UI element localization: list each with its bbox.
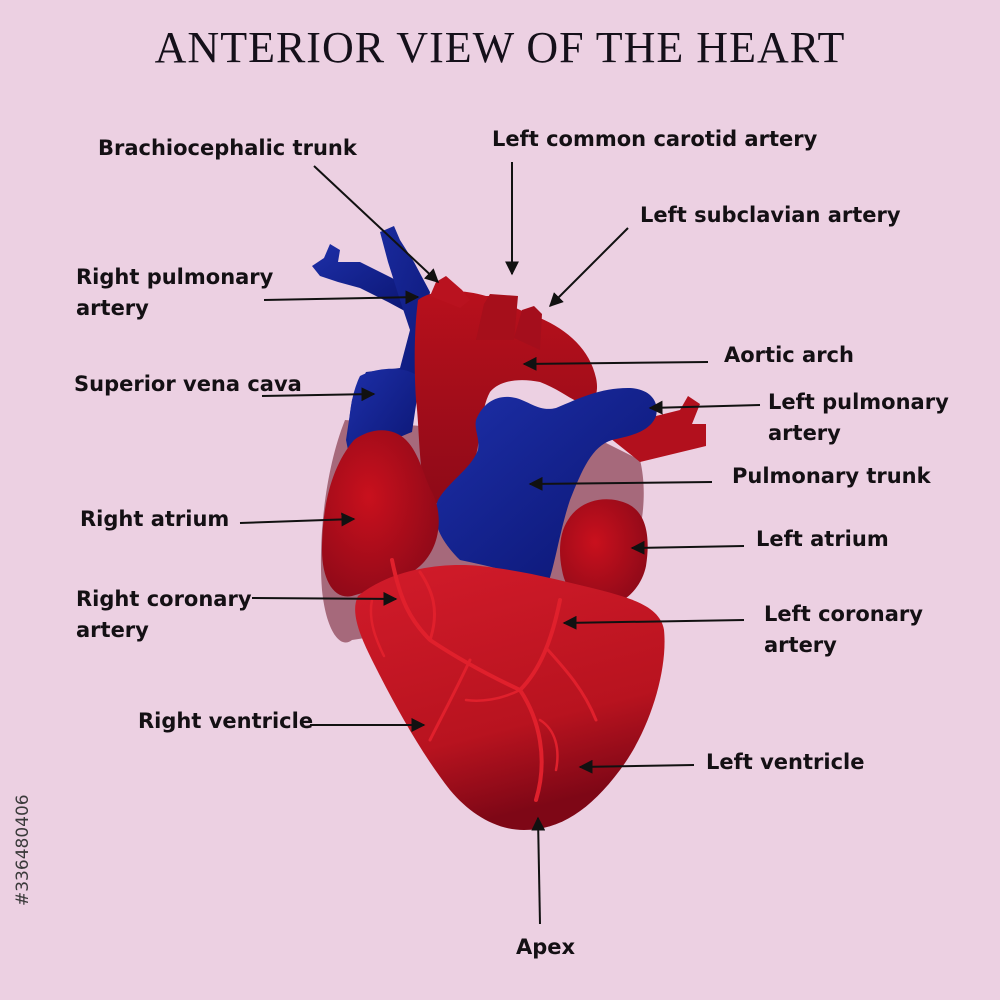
label-left-common-carotid-artery: Left common carotid artery [492,127,818,151]
leader-right-coronary-artery [251,591,398,606]
label-right-coronary-artery-line2: artery [76,618,149,642]
label-pulmonary-trunk: Pulmonary trunk [732,464,931,488]
left-atrium-shape [560,499,648,607]
label-right-coronary-artery-line1: Right coronary [76,587,252,611]
label-aortic-arch: Aortic arch [724,343,854,367]
label-left-atrium: Left atrium [756,527,889,551]
right-atrium-shape [322,430,439,597]
leader-pulmonary-trunk [528,476,713,491]
stock-id-label: #336480406 [13,794,33,906]
left-subclavian-shape [514,306,542,350]
label-right-coronary-artery: Right coronary artery [76,584,252,646]
label-left-coronary-artery: Left coronary artery [764,599,923,661]
left-common-carotid-shape [476,294,518,340]
leader-apex [531,816,546,925]
brachiocephalic-trunk-shape [430,276,470,308]
leader-right-atrium [239,512,356,527]
label-left-coronary-artery-line2: artery [764,633,837,657]
leader-aortic-arch [522,356,709,371]
label-right-pulmonary-artery: Right pulmonary artery [76,262,273,324]
stock-id-text: #336480406 [13,794,33,906]
leader-lines [239,162,761,925]
label-left-pulmonary-artery-line1: Left pulmonary [768,390,949,414]
leader-left-atrium [630,540,745,555]
coronary-vessels [369,558,598,802]
label-right-pulmonary-artery-line1: Right pulmonary [76,265,274,289]
label-left-ventricle: Left ventricle [706,750,865,774]
leader-left-ventricle [578,759,695,774]
left-pulmonary-vessel-shape [600,396,706,462]
label-left-subclavian-artery: Left subclavian artery [640,203,901,227]
label-left-coronary-artery-line1: Left coronary [764,602,923,626]
leader-left-subclavian [549,227,629,307]
aortic-arch-shape [414,291,598,504]
leader-left-pulmonary-artery [648,400,761,415]
label-superior-vena-cava: Superior vena cava [74,372,302,396]
leader-right-pulmonary-artery [263,290,420,305]
label-right-ventricle: Right ventricle [138,709,314,733]
label-apex: Apex [516,935,576,959]
label-brachiocephalic-trunk: Brachiocephalic trunk [98,136,357,160]
leader-brachiocephalic-trunk [313,165,440,283]
label-right-atrium: Right atrium [80,507,230,531]
page-title: ANTERIOR VIEW OF THE HEART [154,23,846,72]
label-right-pulmonary-artery-line2: artery [76,296,149,320]
leader-left-coronary-artery [562,615,745,630]
leader-superior-vena-cava [261,387,376,402]
label-left-pulmonary-artery: Left pulmonary artery [768,387,949,449]
ventricles-shape [355,565,665,830]
label-left-pulmonary-artery-line2: artery [768,421,841,445]
pulmonary-trunk-shape [435,388,657,584]
